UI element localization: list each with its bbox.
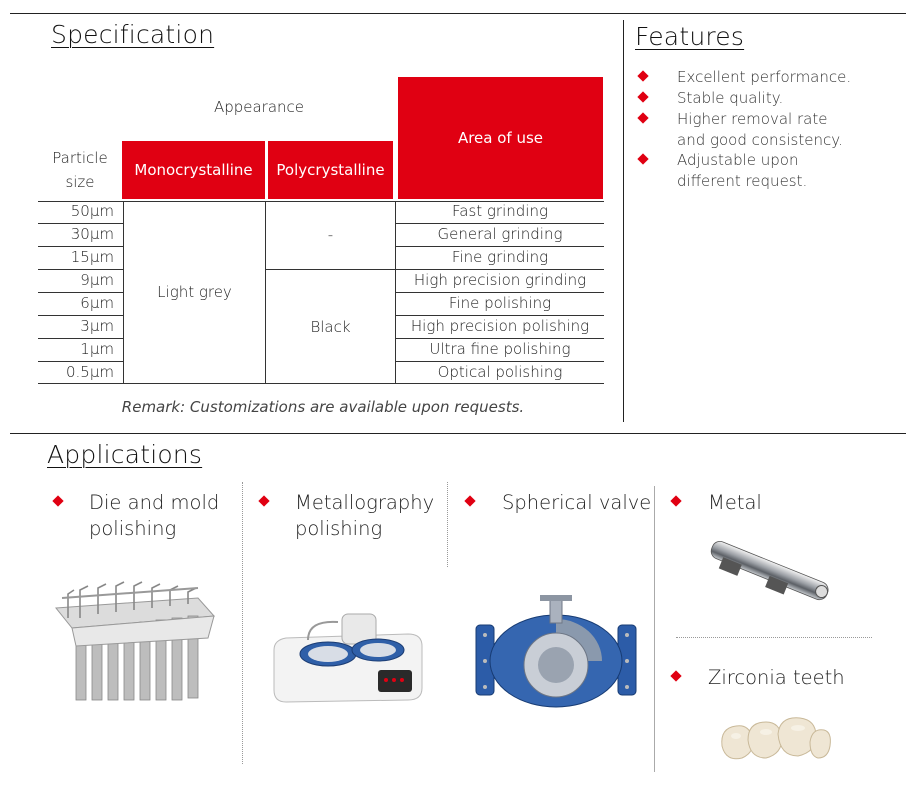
area-header: Area of use xyxy=(398,77,603,199)
use-cell: Optical polishing xyxy=(437,363,563,381)
app-divider xyxy=(654,486,655,772)
use-row-line xyxy=(396,315,604,316)
size-cell: 9μm xyxy=(80,271,114,289)
app-divider xyxy=(242,482,243,764)
section-divider xyxy=(623,20,624,422)
bullet-diamond-icon xyxy=(52,495,64,507)
middle-rule xyxy=(10,433,906,434)
size-cell: 1μm xyxy=(80,340,114,358)
size-row-line xyxy=(38,338,123,339)
mono-value: Light grey xyxy=(157,283,232,301)
use-cell: Fine grinding xyxy=(451,248,549,266)
use-cell: High precision grinding xyxy=(413,271,587,289)
app-divider xyxy=(447,482,448,567)
use-row-line xyxy=(266,269,604,270)
bullet-diamond-icon xyxy=(670,670,682,682)
use-cell: High precision polishing xyxy=(410,317,590,335)
bullet-diamond-icon xyxy=(670,495,682,507)
size-row-line xyxy=(38,292,123,293)
feature-item: Adjustable upon different request. xyxy=(677,151,808,190)
size-cell: 3μm xyxy=(80,317,114,335)
use-row-line xyxy=(396,361,604,362)
size-cell: 0.5μm xyxy=(65,363,114,381)
use-row-line xyxy=(396,338,604,339)
polishing-machine-image xyxy=(273,613,423,703)
bullet-diamond-icon xyxy=(464,495,476,507)
features-title: Features xyxy=(635,22,745,51)
metal-rod-image xyxy=(710,540,829,601)
bullet-diamond-icon xyxy=(258,495,270,507)
feature-item: Stable quality. xyxy=(677,89,784,107)
use-row-line xyxy=(396,292,604,293)
ball-valve-image xyxy=(475,595,637,708)
feature-item: Excellent performance. xyxy=(677,68,852,86)
size-cell: 30μm xyxy=(70,225,114,243)
table-bottom-line xyxy=(38,383,604,384)
ice-mold-image xyxy=(55,581,216,701)
zirconia-teeth-image xyxy=(721,717,831,760)
bullet-diamond-icon xyxy=(637,153,649,165)
app-label-metal: Metal xyxy=(708,491,762,514)
appearance-header: Appearance xyxy=(213,98,305,116)
use-cell: Ultra fine polishing xyxy=(429,340,571,358)
app-label-spherical-valve: Spherical valve xyxy=(502,491,652,514)
app-label-zirconia-teeth: Zirconia teeth xyxy=(708,666,845,689)
size-row-line xyxy=(38,269,123,270)
use-cell: Fast grinding xyxy=(452,202,548,220)
table-col-line xyxy=(395,201,396,383)
table-col-line xyxy=(123,201,124,383)
feature-item: Higher removal rate and good consistency… xyxy=(677,110,843,149)
poly-value-top: - xyxy=(327,226,334,244)
top-rule xyxy=(10,13,906,14)
app-label-die-mold: Die and mold polishing xyxy=(89,491,220,540)
size-cell: 6μm xyxy=(80,294,114,312)
size-cell: 15μm xyxy=(70,248,114,266)
size-row-line xyxy=(38,361,123,362)
bullet-diamond-icon xyxy=(637,70,649,82)
size-row-line xyxy=(38,315,123,316)
size-row-line xyxy=(38,223,123,224)
size-cell: 50μm xyxy=(70,202,114,220)
remark-text: Remark: Customizations are available upo… xyxy=(121,398,525,416)
mono-header: Monocrystalline xyxy=(122,141,265,199)
applications-title: Applications xyxy=(47,440,203,469)
poly-header: Polycrystalline xyxy=(268,141,393,199)
bullet-diamond-icon xyxy=(637,91,649,103)
bullet-diamond-icon xyxy=(637,112,649,124)
poly-value-bottom: Black xyxy=(310,317,351,336)
use-row-line xyxy=(396,223,604,224)
use-row-line xyxy=(396,246,604,247)
use-cell: Fine polishing xyxy=(448,294,552,312)
particle-size-header: Particle size xyxy=(52,149,108,191)
use-cell: General grinding xyxy=(437,225,563,243)
table-top-line xyxy=(38,201,604,202)
table-col-line xyxy=(265,201,266,383)
specification-title: Specification xyxy=(51,20,215,49)
size-row-line xyxy=(38,246,123,247)
app-label-metallography: Metallography polishing xyxy=(295,491,435,540)
app-divider-h xyxy=(676,637,872,638)
